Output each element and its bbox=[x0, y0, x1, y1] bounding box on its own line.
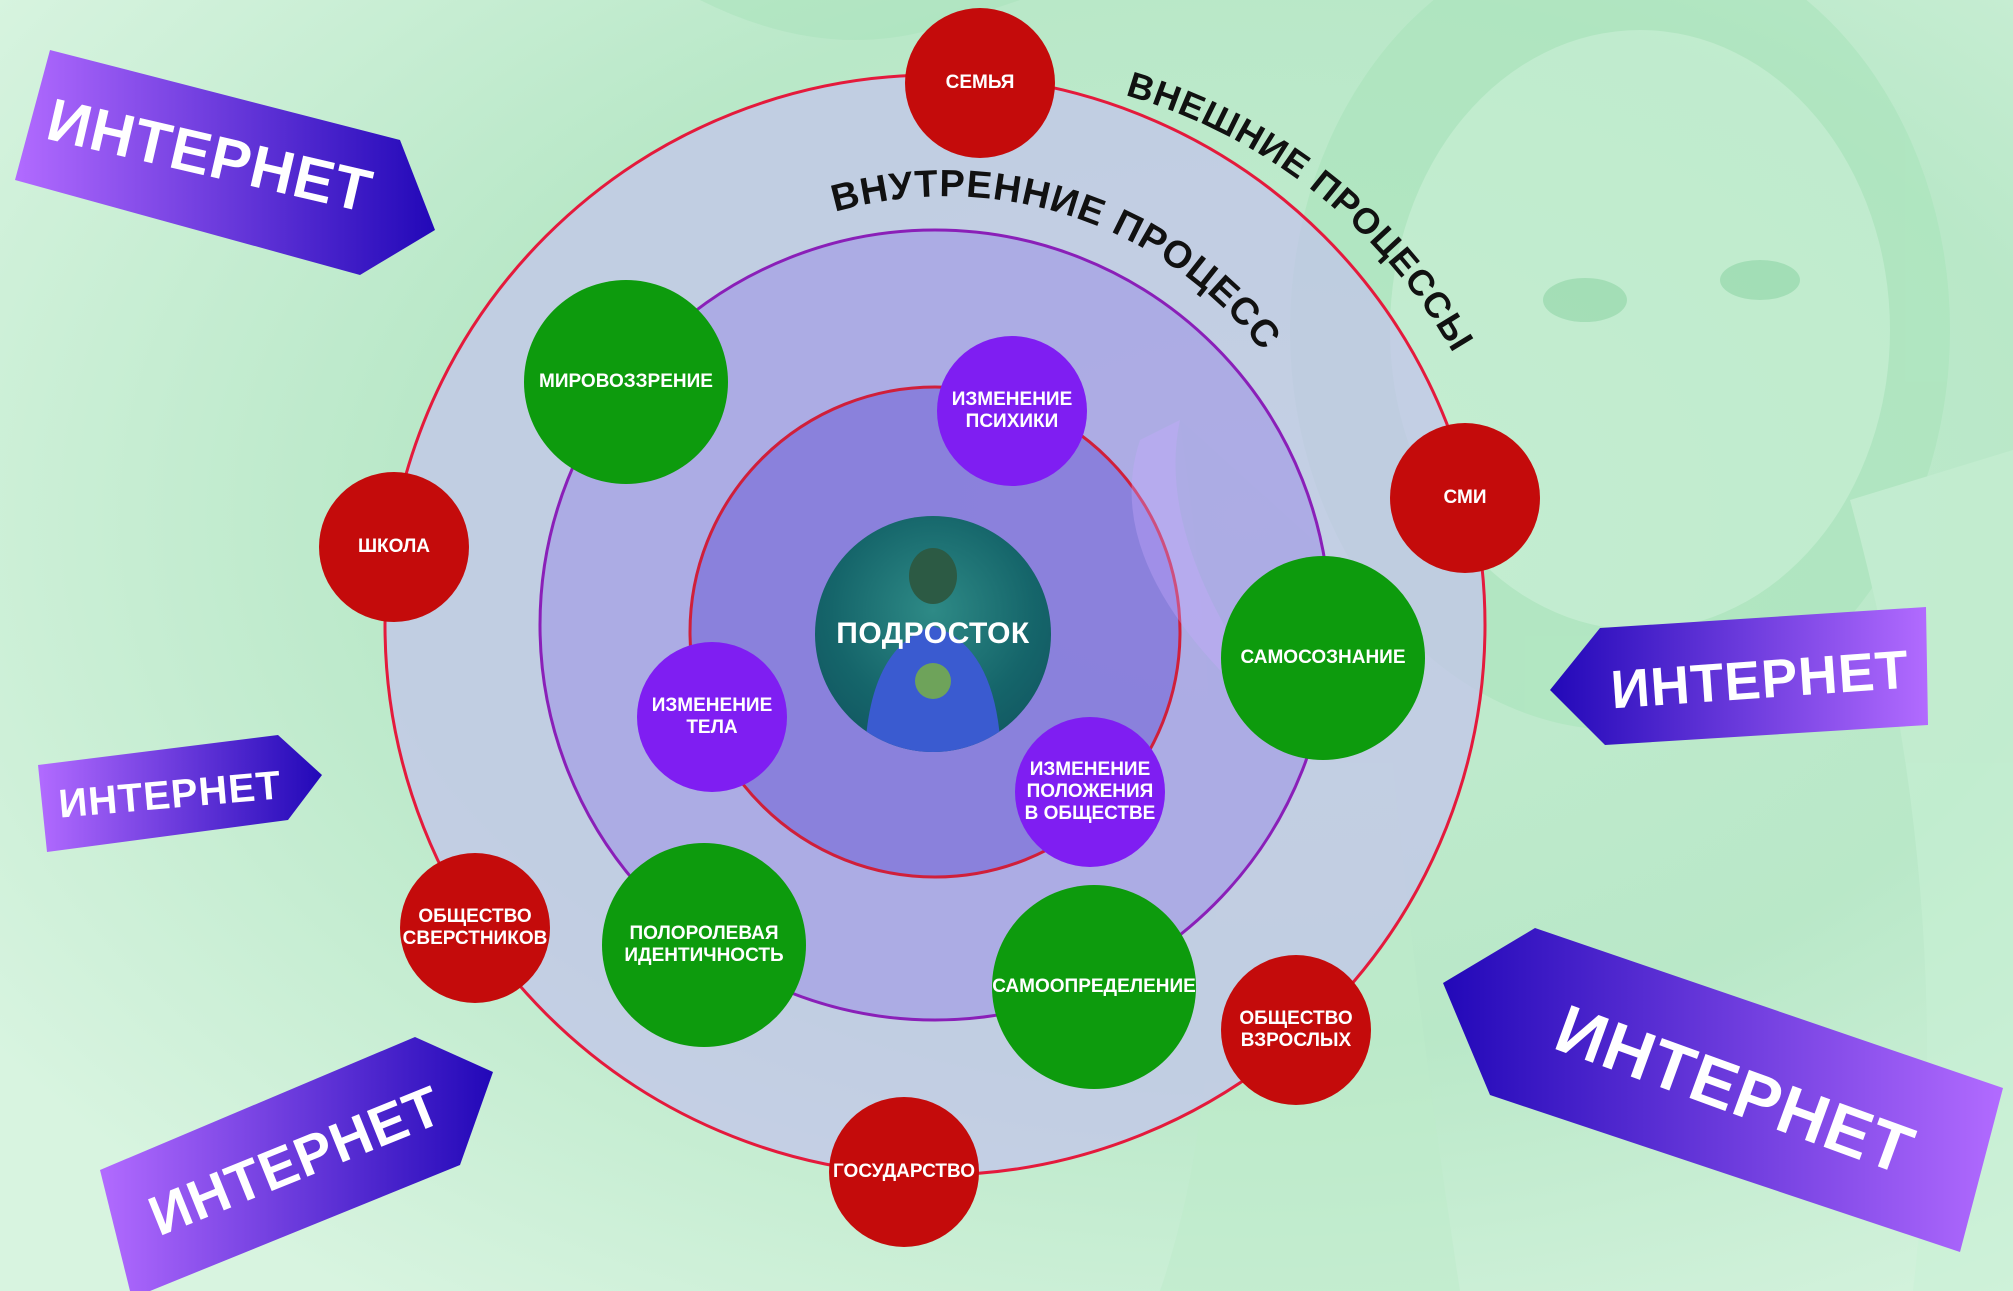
center-teenager: ПОДРОСТОК bbox=[815, 516, 1051, 752]
internet-arrow-bottom-left-shape bbox=[100, 1037, 493, 1291]
node-adult-society: ОБЩЕСТВО ВЗРОСЛЫХ bbox=[1221, 955, 1371, 1105]
node-self-determination: САМООПРЕДЕЛЕНИЕ bbox=[992, 885, 1196, 1089]
node-media: СМИ bbox=[1390, 423, 1540, 573]
node-social-position-change: ИЗМЕНЕНИЕ ПОЛОЖЕНИЯ В ОБЩЕСТВЕ bbox=[1015, 717, 1165, 867]
node-worldview: МИРОВОЗЗРЕНИЕ bbox=[524, 280, 728, 484]
center-label: ПОДРОСТОК bbox=[836, 616, 1030, 650]
node-psyche-change: ИЗМЕНЕНИЕ ПСИХИКИ bbox=[937, 336, 1087, 486]
node-school: ШКОЛА bbox=[319, 472, 469, 622]
teenager-portrait bbox=[865, 548, 1001, 752]
internet-arrow-mid-left-shape bbox=[38, 735, 322, 852]
internet-arrow-top-left-shape bbox=[15, 50, 435, 275]
node-gender-identity: ПОЛОРОЛЕВАЯ ИДЕНТИЧНОСТЬ bbox=[602, 843, 806, 1047]
node-peer-society: ОБЩЕСТВО СВЕРСТНИКОВ bbox=[400, 853, 550, 1003]
internet-arrow-bottom-right-shape bbox=[1443, 928, 2003, 1252]
node-body-change: ИЗМЕНЕНИЕ ТЕЛА bbox=[637, 642, 787, 792]
node-family: СЕМЬЯ bbox=[905, 8, 1055, 158]
node-self-awareness: САМОСОЗНАНИЕ bbox=[1221, 556, 1425, 760]
internet-arrow-mid-right-shape bbox=[1550, 607, 1928, 745]
node-state: ГОСУДАРСТВО bbox=[829, 1097, 979, 1247]
